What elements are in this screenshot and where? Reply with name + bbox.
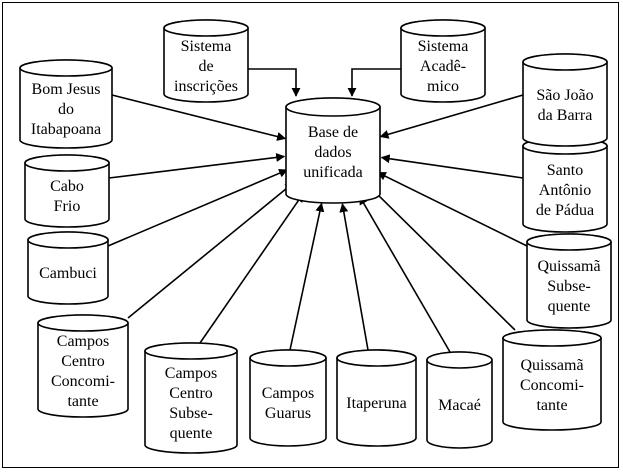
db-sistema-academico-label-line: Acadê- — [420, 58, 466, 75]
db-campos-centro-subsequente-label-line: Subse- — [169, 405, 213, 422]
db-sistema-inscricoes-label-line: de — [198, 58, 213, 75]
arrow-macae — [358, 195, 451, 353]
db-cabo-frio-top — [24, 154, 110, 172]
db-sistema-academico-label-line: mico — [427, 78, 459, 95]
db-campos-centro-concomitante-label-line: Centro — [61, 353, 105, 370]
arrow-sistema-academico — [347, 68, 401, 97]
db-campos-centro-concomitante-top — [37, 314, 129, 332]
db-sistema-inscricoes: Sistema de inscrições — [163, 19, 249, 103]
db-campos-centro-subsequente-label-line: Centro — [169, 385, 213, 402]
db-campos-centro-subsequente-label-line: Campos — [165, 365, 217, 382]
arrow-quissama-concomitante — [369, 186, 516, 331]
arrow-bom-jesus — [111, 94, 287, 141]
db-cabo-frio-label-line: Frio — [54, 198, 81, 215]
arrow-campos-guarus — [289, 202, 325, 351]
db-quissama-concomitante-top — [502, 329, 602, 347]
db-sao-joao-barra-top — [522, 53, 608, 71]
db-sistema-academico-top — [400, 19, 486, 37]
db-sistema-inscricoes-label-line: inscrições — [174, 78, 238, 95]
arrow-santo-antonio — [380, 154, 524, 179]
db-hub-top — [285, 97, 381, 117]
db-hub-label-line: unificada — [303, 164, 363, 181]
arrow-sistema-inscricoes — [248, 68, 301, 97]
db-quissama-concomitante-label-line: Quissamã — [520, 357, 583, 374]
db-quissama-subsequente-label-line: Quissamã — [537, 258, 600, 275]
db-itaperuna: Itaperuna — [336, 349, 417, 447]
db-quissama-subsequente-top — [526, 233, 612, 251]
arrow-sao-joao-barra — [379, 94, 524, 139]
db-bom-jesus-label-line: Bom Jesus — [32, 81, 101, 98]
db-cabo-frio-label-line: Cabo — [50, 178, 84, 195]
db-itaperuna-top — [336, 349, 417, 367]
db-sistema-inscricoes-top — [163, 19, 249, 37]
db-quissama-subsequente-label-line: quente — [548, 298, 591, 315]
arrow-campos-centro-concomitante — [127, 182, 295, 319]
db-quissama-subsequente-label-line: Subse- — [547, 278, 591, 295]
db-sistema-inscricoes-label-line: Sistema — [181, 38, 232, 55]
db-campos-centro-concomitante-label-line: Campos — [57, 333, 109, 350]
db-sao-joao-barra: São João da Barra — [522, 53, 608, 147]
db-cambuci: Cambuci — [27, 231, 109, 305]
db-bom-jesus-label-line: do — [58, 101, 74, 118]
db-campos-guarus-label-line: Guarus — [265, 405, 311, 422]
db-santo-antonio-label-line: Antônio — [539, 182, 591, 199]
db-campos-centro-subsequente-top — [144, 342, 238, 360]
arrow-cambuci — [107, 168, 289, 247]
db-itaperuna-label-line: Itaperuna — [346, 395, 406, 412]
arrow-quissama-subsequente — [377, 171, 528, 247]
db-sao-joao-barra-label-line: São João — [536, 87, 593, 104]
db-cambuci-label-line: Cambuci — [39, 265, 97, 282]
db-sistema-academico-label-line: Sistema — [418, 38, 469, 55]
db-campos-guarus-label-line: Campos — [262, 385, 314, 402]
db-hub-label-line: dados — [314, 144, 351, 161]
db-bom-jesus-label-line: Itabapoana — [31, 121, 101, 138]
db-hub-label-line: Base de — [308, 124, 358, 141]
db-bom-jesus-top — [19, 59, 113, 77]
db-quissama-concomitante-label-line: tante — [536, 397, 567, 414]
db-sao-joao-barra-label-line: da Barra — [538, 107, 593, 124]
db-macae-top — [426, 351, 493, 369]
db-santo-antonio-label-line: Santo — [547, 162, 583, 179]
db-santo-antonio-label-line: de Pádua — [536, 202, 594, 219]
db-campos-centro-concomitante-label-line: Concomi- — [51, 373, 115, 390]
db-macae-label-line: Macaé — [438, 397, 481, 414]
db-quissama-concomitante-label-line: Concomi- — [520, 377, 584, 394]
db-cambuci-top — [27, 231, 109, 249]
arrow-campos-centro-subsequente — [199, 192, 304, 344]
db-campos-centro-subsequente-label-line: quente — [170, 425, 213, 442]
arrow-cabo-frio — [108, 152, 286, 179]
db-macae: Macaé — [426, 351, 493, 449]
db-campos-guarus-top — [249, 349, 327, 367]
diagram-frame — [2, 2, 619, 468]
arrow-itaperuna — [339, 203, 369, 351]
db-hub: Base de dados unificada — [285, 97, 381, 204]
db-campos-centro-concomitante-label-line: tante — [67, 393, 98, 410]
